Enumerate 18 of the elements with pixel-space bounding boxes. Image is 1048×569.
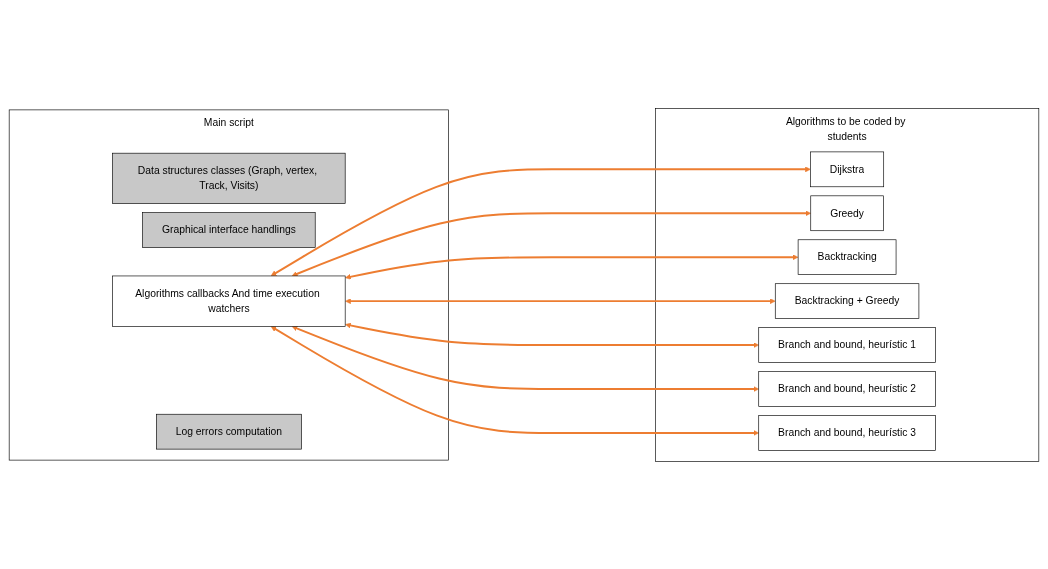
node-box: Branch and bound, heurístic 3 [758, 414, 936, 451]
node-box: Backtracking + Greedy [774, 282, 920, 319]
node-box: Backtracking [797, 238, 897, 275]
node-box: Graphical interface handlings [142, 211, 316, 248]
arrow [345, 322, 759, 348]
node-box: Branch and bound, heurístic 2 [758, 370, 936, 407]
arrow [291, 325, 759, 392]
node-box: Algorithms callbacks And time execution watchers [112, 275, 346, 327]
node-box: Greedy [810, 195, 884, 231]
arrow [345, 297, 776, 304]
arrow [270, 166, 811, 276]
node-box: Log errors computation [156, 413, 302, 449]
arrow [270, 325, 759, 436]
arrow [345, 253, 799, 280]
node-box: Data structures classes (Graph, vertex, Track, Visits) [112, 152, 346, 204]
node-box: Branch and bound, heurístic 1 [758, 326, 936, 363]
node-box: Dijkstra [810, 151, 885, 187]
arrow [291, 209, 811, 277]
